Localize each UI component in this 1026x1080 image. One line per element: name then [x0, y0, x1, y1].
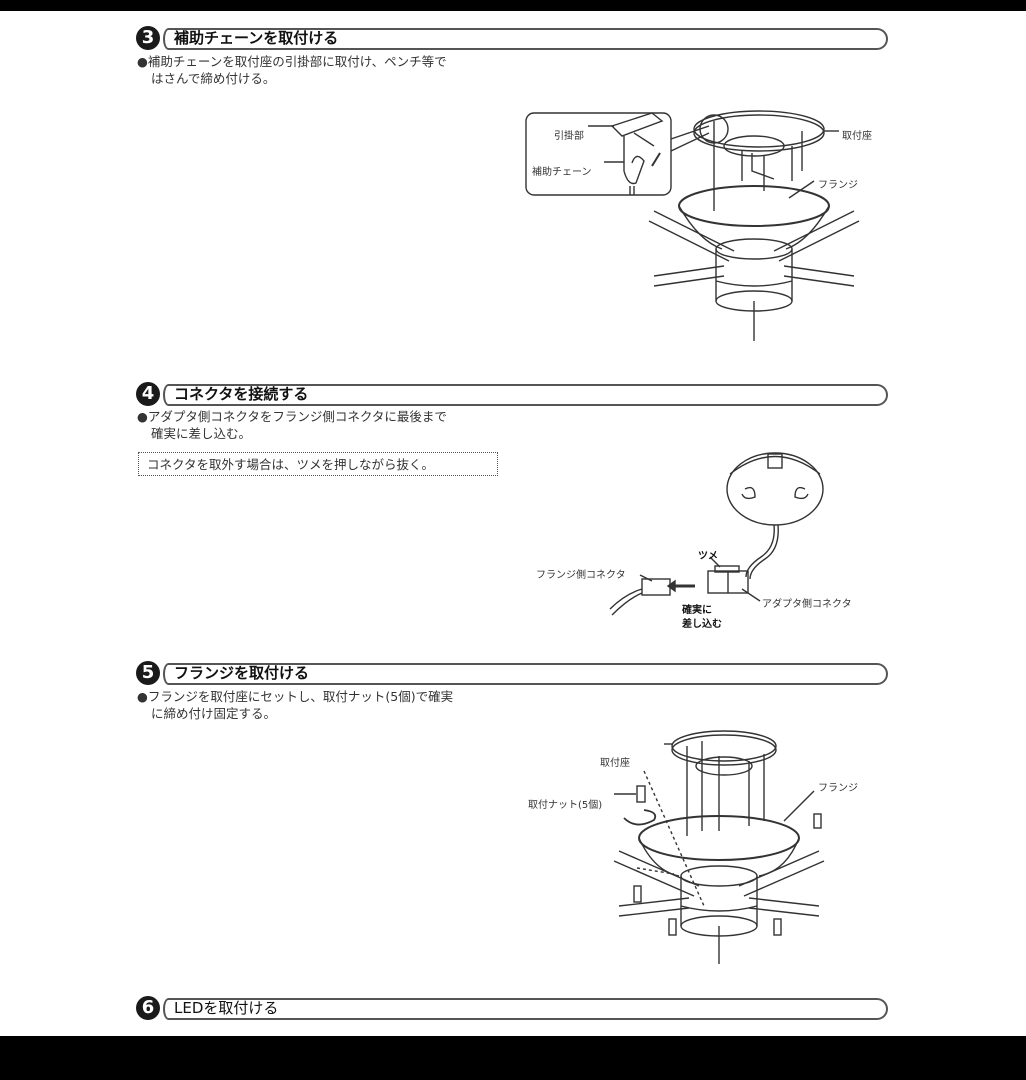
label-claw: ツメ: [698, 551, 718, 562]
step-heading-frame: [163, 28, 888, 50]
chain-mounting-illustration-icon: [525, 110, 860, 341]
step-3-instructions: ●補助チェーンを取付座の引掛部に取付け、ペンチ等で はさんで締め付ける。: [137, 53, 507, 87]
label-adapter-connector: アダプタ側コネクタ: [762, 599, 852, 610]
label-flange-connector: フランジ側コネクタ: [536, 570, 626, 581]
flange-mounting-illustration-icon: [613, 730, 825, 964]
manual-page: 3 補助チェーンを取付ける ●補助チェーンを取付座の引掛部に取付け、ペンチ等で …: [0, 11, 1026, 1036]
connector-illustration-icon: [609, 452, 824, 616]
step-title: フランジを取付ける: [174, 664, 310, 682]
step-4-header: 4 コネクタを接続する: [136, 382, 888, 406]
step-heading-frame: [163, 663, 888, 685]
label-hook-part: 引掛部: [554, 131, 584, 142]
step-3-header: 3 補助チェーンを取付ける: [136, 26, 888, 50]
instruction-line: ●アダプタ側コネクタをフランジ側コネクタに最後まで: [137, 409, 447, 424]
instruction-line: に締め付け固定する。: [151, 706, 277, 721]
label-flange: フランジ: [818, 180, 858, 191]
step-heading-frame: [163, 998, 888, 1020]
step-heading-frame: [163, 384, 888, 406]
step-number-badge: 4: [136, 382, 160, 406]
bottom-black-bar: [0, 1036, 1026, 1080]
step-4-instructions: ●アダプタ側コネクタをフランジ側コネクタに最後まで 確実に差し込む。: [137, 408, 507, 442]
step-5-header: 5 フランジを取付ける: [136, 661, 888, 685]
step-4-figure: ツメ フランジ側コネクタ アダプタ側コネクタ 確実に 差し込む: [530, 439, 890, 639]
note-box: コネクタを取外す場合は、ツメを押しながら抜く。: [138, 452, 498, 476]
step-number-badge: 6: [136, 996, 160, 1020]
label-mount-base: 取付座: [842, 131, 872, 142]
step-number-badge: 5: [136, 661, 160, 685]
label-insert-line2: 差し込む: [682, 619, 722, 630]
step-title: 補助チェーンを取付ける: [174, 29, 339, 47]
instruction-line: ●補助チェーンを取付座の引掛部に取付け、ペンチ等で: [137, 54, 447, 69]
instruction-line: はさんで締め付ける。: [151, 71, 276, 86]
label-insert-line1: 確実に: [682, 605, 712, 616]
step-title: LEDを取付ける: [174, 999, 279, 1017]
step-3-figure: 引掛部 補助チェーン 取付座 フランジ: [524, 91, 894, 351]
label-flange: フランジ: [818, 783, 858, 794]
step-5-figure: 取付座 取付ナット(5個) フランジ: [524, 726, 894, 966]
label-mount-nut: 取付ナット(5個): [528, 800, 603, 811]
step-5-instructions: ●フランジを取付座にセットし、取付ナット(5個)で確実 に締め付け固定する。: [137, 688, 507, 722]
step-title: コネクタを接続する: [174, 385, 309, 403]
step-number-badge: 3: [136, 26, 160, 50]
step-6-header: 6 LEDを取付ける: [136, 996, 888, 1020]
instruction-line: 確実に差し込む。: [151, 426, 252, 441]
label-mount-base: 取付座: [600, 758, 630, 769]
label-aux-chain: 補助チェーン: [532, 167, 592, 178]
instruction-line: ●フランジを取付座にセットし、取付ナット(5個)で確実: [137, 689, 454, 704]
